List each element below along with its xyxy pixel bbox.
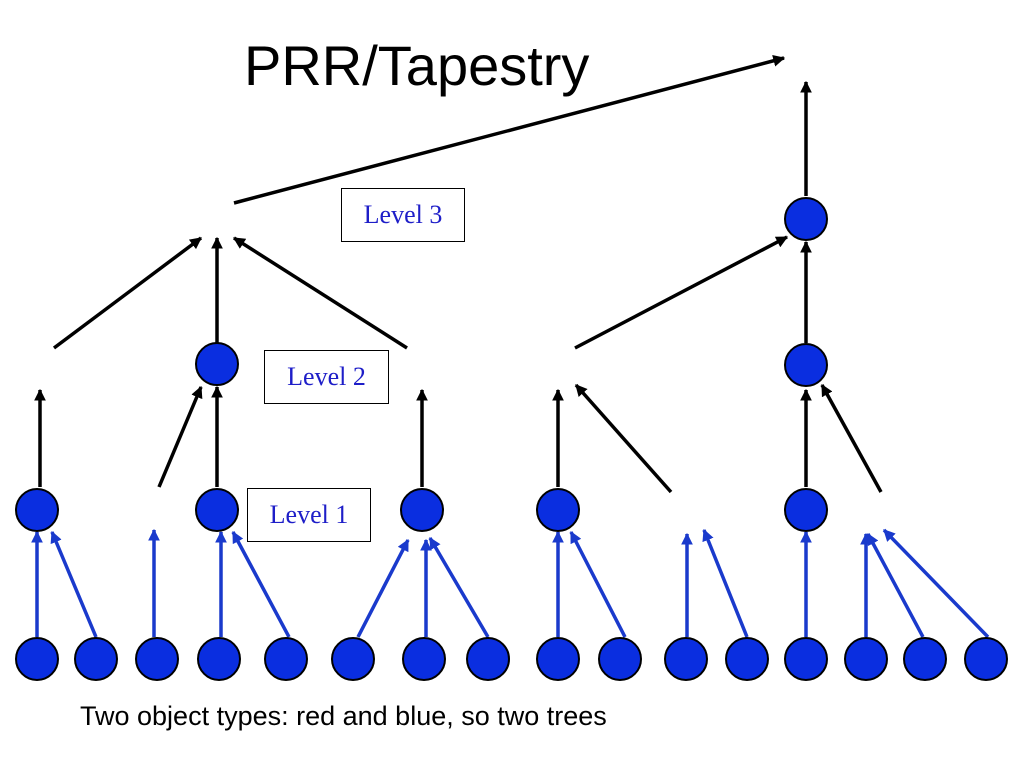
leaf-node — [74, 637, 118, 681]
leaf-node — [402, 637, 446, 681]
black-edges — [34, 54, 883, 494]
leaf-node — [264, 637, 308, 681]
leaf-node — [135, 637, 179, 681]
tree-node — [400, 488, 444, 532]
leaf-node — [725, 637, 769, 681]
edge — [574, 235, 789, 350]
slide-title: PRR/Tapestry — [244, 34, 590, 97]
leaf-node — [964, 637, 1008, 681]
tree-node — [195, 488, 239, 532]
edge — [569, 530, 627, 638]
edge — [232, 236, 408, 350]
slide-caption: Two object types: red and blue, so two t… — [80, 701, 607, 731]
edge — [157, 385, 203, 488]
edge — [866, 532, 925, 638]
edge — [820, 383, 883, 493]
edge — [356, 538, 410, 638]
tree-node — [195, 342, 239, 386]
tree-node — [784, 343, 828, 387]
leaf-node — [844, 637, 888, 681]
leaf-node — [536, 637, 580, 681]
leaf-node — [784, 637, 828, 681]
nodes — [15, 197, 1008, 681]
edge — [574, 383, 673, 494]
leaf-node — [598, 637, 642, 681]
level-1-label: Level 1 — [247, 488, 371, 542]
leaf-node — [331, 637, 375, 681]
tree-node — [784, 197, 828, 241]
tree-node — [15, 488, 59, 532]
edge — [428, 536, 490, 638]
edge — [233, 54, 786, 205]
leaf-node — [664, 637, 708, 681]
leaf-node — [15, 637, 59, 681]
edge — [231, 530, 291, 638]
edge — [52, 236, 203, 350]
level-3-label: Level 3 — [341, 188, 465, 242]
edge — [50, 530, 98, 638]
leaf-node — [903, 637, 947, 681]
edge — [882, 528, 990, 639]
blue-edges — [31, 528, 990, 639]
edge — [702, 528, 749, 638]
leaf-node — [466, 637, 510, 681]
level-2-label: Level 2 — [264, 350, 389, 404]
tree-node — [536, 488, 580, 532]
leaf-node — [197, 637, 241, 681]
tree-node — [784, 488, 828, 532]
